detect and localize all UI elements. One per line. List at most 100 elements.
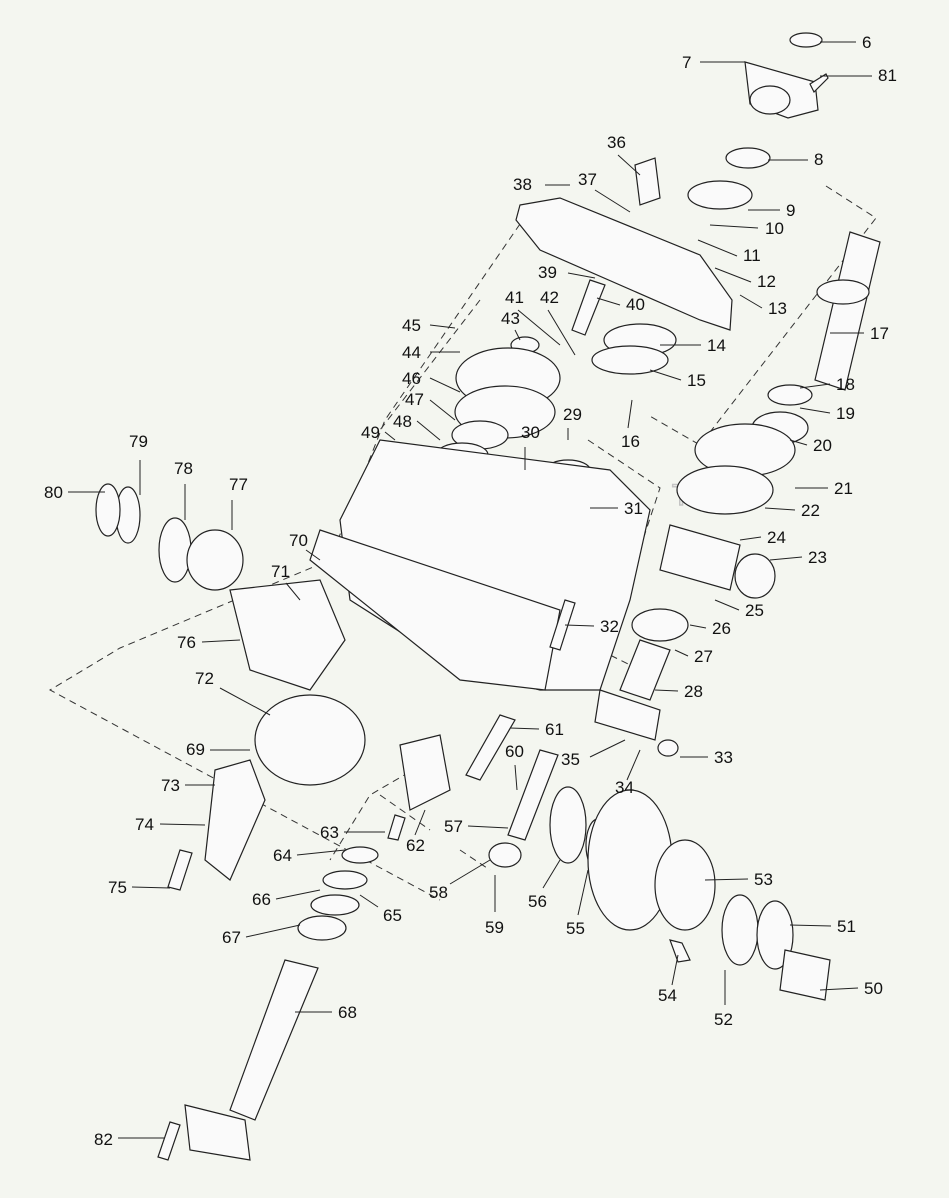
- leader-line-61: [509, 727, 540, 730]
- part-label-18: 18: [836, 375, 855, 394]
- part-housing-flange: [309, 529, 561, 691]
- part-label-76: 76: [177, 633, 196, 652]
- part-ring-51: [756, 900, 794, 970]
- part-label-8: 8: [814, 150, 823, 169]
- part-label-16: 16: [621, 432, 640, 451]
- part-label-31: 31: [624, 499, 643, 518]
- leader-line-45: [429, 324, 456, 329]
- part-output-shaft-17: [814, 231, 881, 391]
- part-label-66: 66: [252, 890, 271, 909]
- part-spline-17: [816, 279, 870, 305]
- leader-line-10: [709, 224, 759, 229]
- part-gear-58: [488, 842, 522, 868]
- part-label-30: 30: [521, 423, 540, 442]
- part-fork-62: [399, 734, 451, 811]
- part-washer-67: [297, 915, 347, 941]
- part-label-41: 41: [505, 288, 524, 307]
- part-label-32: 32: [600, 617, 619, 636]
- part-shaft-60: [507, 749, 559, 841]
- part-axle-68: [229, 959, 319, 1121]
- leader-line-36: [617, 154, 641, 176]
- part-spring-35: [594, 689, 661, 741]
- part-label-77: 77: [229, 475, 248, 494]
- leader-line-37: [594, 189, 631, 213]
- part-label-72: 72: [195, 669, 214, 688]
- part-bearing-77: [186, 529, 244, 591]
- leader-line-34: [626, 749, 641, 781]
- part-flange-80: [95, 483, 121, 537]
- part-ring-15: [591, 345, 669, 375]
- leader-line-25: [714, 599, 740, 611]
- part-label-51: 51: [837, 917, 856, 936]
- part-label-9: 9: [786, 201, 795, 220]
- part-label-54: 54: [658, 986, 677, 1005]
- part-label-43: 43: [501, 309, 520, 328]
- leader-line-41: [517, 309, 561, 346]
- part-label-29: 29: [563, 405, 582, 424]
- part-labels: 6789101112131415161718192021222324252627…: [44, 33, 897, 1149]
- leader-line-72: [219, 687, 271, 716]
- leader-line-24: [739, 536, 762, 541]
- part-label-58: 58: [429, 883, 448, 902]
- part-label-26: 26: [712, 619, 731, 638]
- part-label-45: 45: [402, 316, 421, 335]
- leader-line-42: [547, 309, 576, 356]
- part-label-68: 68: [338, 1003, 357, 1022]
- part-label-33: 33: [714, 748, 733, 767]
- part-fitting-36: [634, 157, 661, 206]
- part-label-61: 61: [545, 720, 564, 739]
- part-label-59: 59: [485, 918, 504, 937]
- part-gear-27: [631, 608, 689, 642]
- part-label-10: 10: [765, 219, 784, 238]
- part-label-49: 49: [361, 423, 380, 442]
- part-label-74: 74: [135, 815, 154, 834]
- part-label-7: 7: [682, 53, 691, 72]
- part-seal-78: [158, 517, 192, 583]
- leader-line-23: [769, 556, 803, 561]
- part-bolt-75: [167, 849, 193, 891]
- leader-line-66: [275, 889, 321, 900]
- part-stud-32: [549, 599, 576, 651]
- part-label-70: 70: [289, 531, 308, 550]
- leader-line-26: [689, 624, 707, 629]
- part-axle-flange: [184, 1104, 251, 1161]
- leader-line-12: [714, 267, 752, 283]
- part-bearing-9: [687, 180, 753, 210]
- part-label-14: 14: [707, 336, 726, 355]
- part-label-81: 81: [878, 66, 897, 85]
- part-lever-61: [465, 714, 516, 781]
- part-pinion-28: [619, 639, 671, 701]
- leader-line-51: [789, 924, 832, 927]
- part-label-80: 80: [44, 483, 63, 502]
- leader-line-13: [739, 294, 763, 309]
- part-nut-33: [657, 739, 679, 757]
- leader-line-60: [514, 764, 518, 791]
- leader-line-40: [596, 297, 621, 306]
- part-label-48: 48: [393, 412, 412, 431]
- part-label-37: 37: [578, 170, 597, 189]
- leader-line-75: [131, 886, 171, 889]
- leader-line-56: [542, 859, 561, 889]
- leader-line-49: [384, 431, 396, 441]
- part-label-57: 57: [444, 817, 463, 836]
- part-washer-18: [767, 384, 813, 406]
- part-washer-66: [310, 894, 360, 916]
- part-label-21: 21: [834, 479, 853, 498]
- part-label-38: 38: [513, 175, 532, 194]
- leader-line-58: [449, 859, 491, 885]
- part-label-53: 53: [754, 870, 773, 889]
- part-label-15: 15: [687, 371, 706, 390]
- part-label-63: 63: [320, 823, 339, 842]
- part-seal-8: [725, 147, 771, 169]
- part-label-40: 40: [626, 295, 645, 314]
- leader-line-62: [414, 809, 426, 836]
- part-label-25: 25: [745, 601, 764, 620]
- part-label-73: 73: [161, 776, 180, 795]
- part-label-47: 47: [405, 390, 424, 409]
- leader-line-57: [467, 825, 509, 829]
- part-label-60: 60: [505, 742, 524, 761]
- part-nut-top: [789, 32, 823, 48]
- leader-line-16: [627, 399, 633, 429]
